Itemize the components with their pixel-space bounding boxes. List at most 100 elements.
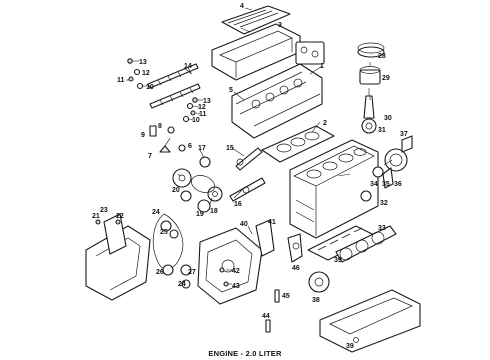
callout-44: 44 [262, 313, 270, 320]
hardware-10b [182, 115, 190, 123]
callout-21: 21 [92, 213, 100, 220]
callout-17: 17 [198, 145, 206, 152]
callout-3: 3 [278, 22, 282, 29]
callout-9: 9 [141, 132, 145, 139]
piston-29 [359, 69, 381, 85]
plug-42 [219, 267, 225, 273]
callout-7: 7 [148, 153, 152, 160]
callout-39a: 39 [334, 257, 342, 264]
crankshaft [335, 225, 397, 263]
callout-30: 30 [384, 115, 392, 122]
hardware-13a [127, 58, 133, 64]
callout-23: 23 [100, 207, 108, 214]
bolt-44 [265, 319, 271, 333]
callout-33: 33 [378, 225, 386, 232]
cylinder-head-group [231, 41, 325, 139]
callout-40: 40 [240, 221, 248, 228]
callout-25: 25 [160, 229, 168, 236]
piston-group [357, 42, 385, 134]
hardware-12a [133, 68, 141, 76]
callout-38: 38 [312, 297, 320, 304]
sprocket-20 [180, 190, 192, 202]
plug-43 [223, 281, 229, 287]
callout-19: 19 [196, 211, 204, 218]
pulley-26 [162, 264, 174, 276]
timing-cover-group [85, 213, 151, 301]
callout-24b: 24 [178, 281, 186, 288]
callout-14: 14 [184, 63, 192, 70]
oil-filter-mount [360, 190, 372, 202]
gasket-37 [401, 135, 413, 153]
callout-39b: 39 [346, 343, 354, 350]
callout-12a: 12 [142, 70, 150, 77]
callout-12b: 12 [198, 104, 206, 111]
callout-41: 41 [268, 219, 276, 226]
camshaft-lower [149, 83, 201, 109]
leader-lines [126, 7, 393, 285]
oil-pump-group [197, 219, 303, 333]
timing-group [172, 156, 223, 213]
oil-pan [319, 289, 421, 353]
tensioner-17 [199, 156, 211, 168]
piston-rings-28 [357, 46, 385, 58]
balance-shaft-group [229, 147, 266, 202]
camshaft-upper [147, 63, 199, 89]
valve-spring-retainer [167, 126, 175, 134]
head-gasket [261, 125, 335, 163]
callout-18: 18 [210, 208, 218, 215]
callout-11a: 11 [117, 77, 125, 84]
idler-pulley-18 [207, 186, 223, 202]
hardware-11b [190, 110, 196, 116]
hardware-11a [128, 76, 134, 82]
callout-35: 35 [382, 181, 390, 188]
callout-20: 20 [172, 187, 180, 194]
cover-bolt-a [95, 219, 101, 225]
callout-2: 2 [323, 120, 327, 127]
callout-28: 28 [378, 53, 386, 60]
callout-1: 1 [320, 63, 324, 70]
rear-seal-housing [384, 148, 408, 172]
engine-block-group [289, 139, 379, 239]
tension-pulley-25 [169, 229, 179, 239]
lower-timing-cover [85, 225, 151, 301]
crank-pulley-38 [308, 271, 330, 293]
diagram-caption: ENGINE - 2.0 LITER [208, 349, 282, 358]
callout-15: 15 [226, 145, 234, 152]
callout-26: 26 [156, 269, 164, 276]
callout-36: 36 [394, 181, 402, 188]
rod-cap-31 [361, 118, 377, 134]
pulley-27 [180, 264, 192, 276]
sprocket-19 [197, 199, 211, 213]
callout-37: 37 [400, 131, 408, 138]
callout-34: 34 [370, 181, 378, 188]
valve-spring [149, 125, 157, 137]
head-gasket-group [261, 125, 335, 163]
cover-bolt-b [115, 219, 121, 225]
callout-43: 43 [232, 283, 240, 290]
valve [159, 145, 171, 153]
hardware-13b [192, 97, 198, 103]
balance-shaft-15 [235, 147, 263, 171]
callout-27: 27 [188, 269, 196, 276]
hardware-12b [186, 102, 194, 110]
pump-cover-41 [255, 219, 275, 257]
callout-42: 42 [232, 268, 240, 275]
balance-shaft-16 [229, 177, 266, 202]
bracket-part [295, 41, 325, 65]
callout-31: 31 [378, 127, 386, 134]
callout-8: 8 [158, 123, 162, 130]
timing-belt [191, 175, 215, 193]
cam-sprocket [172, 168, 192, 188]
callout-5: 5 [229, 87, 233, 94]
valve-cover-group [211, 5, 301, 81]
callout-46: 46 [292, 265, 300, 272]
valve-cover [221, 5, 291, 35]
seal-ring-34 [372, 166, 384, 178]
hardware-10a [136, 82, 144, 90]
callout-24a: 24 [152, 209, 160, 216]
callout-labels: 1 2 3 4 5 6 7 8 9 10 10 11 11 12 12 13 1… [92, 3, 408, 350]
callout-11b: 11 [199, 111, 207, 118]
callout-16: 16 [234, 201, 242, 208]
camshaft-group [127, 58, 201, 153]
callout-22: 22 [116, 213, 124, 220]
